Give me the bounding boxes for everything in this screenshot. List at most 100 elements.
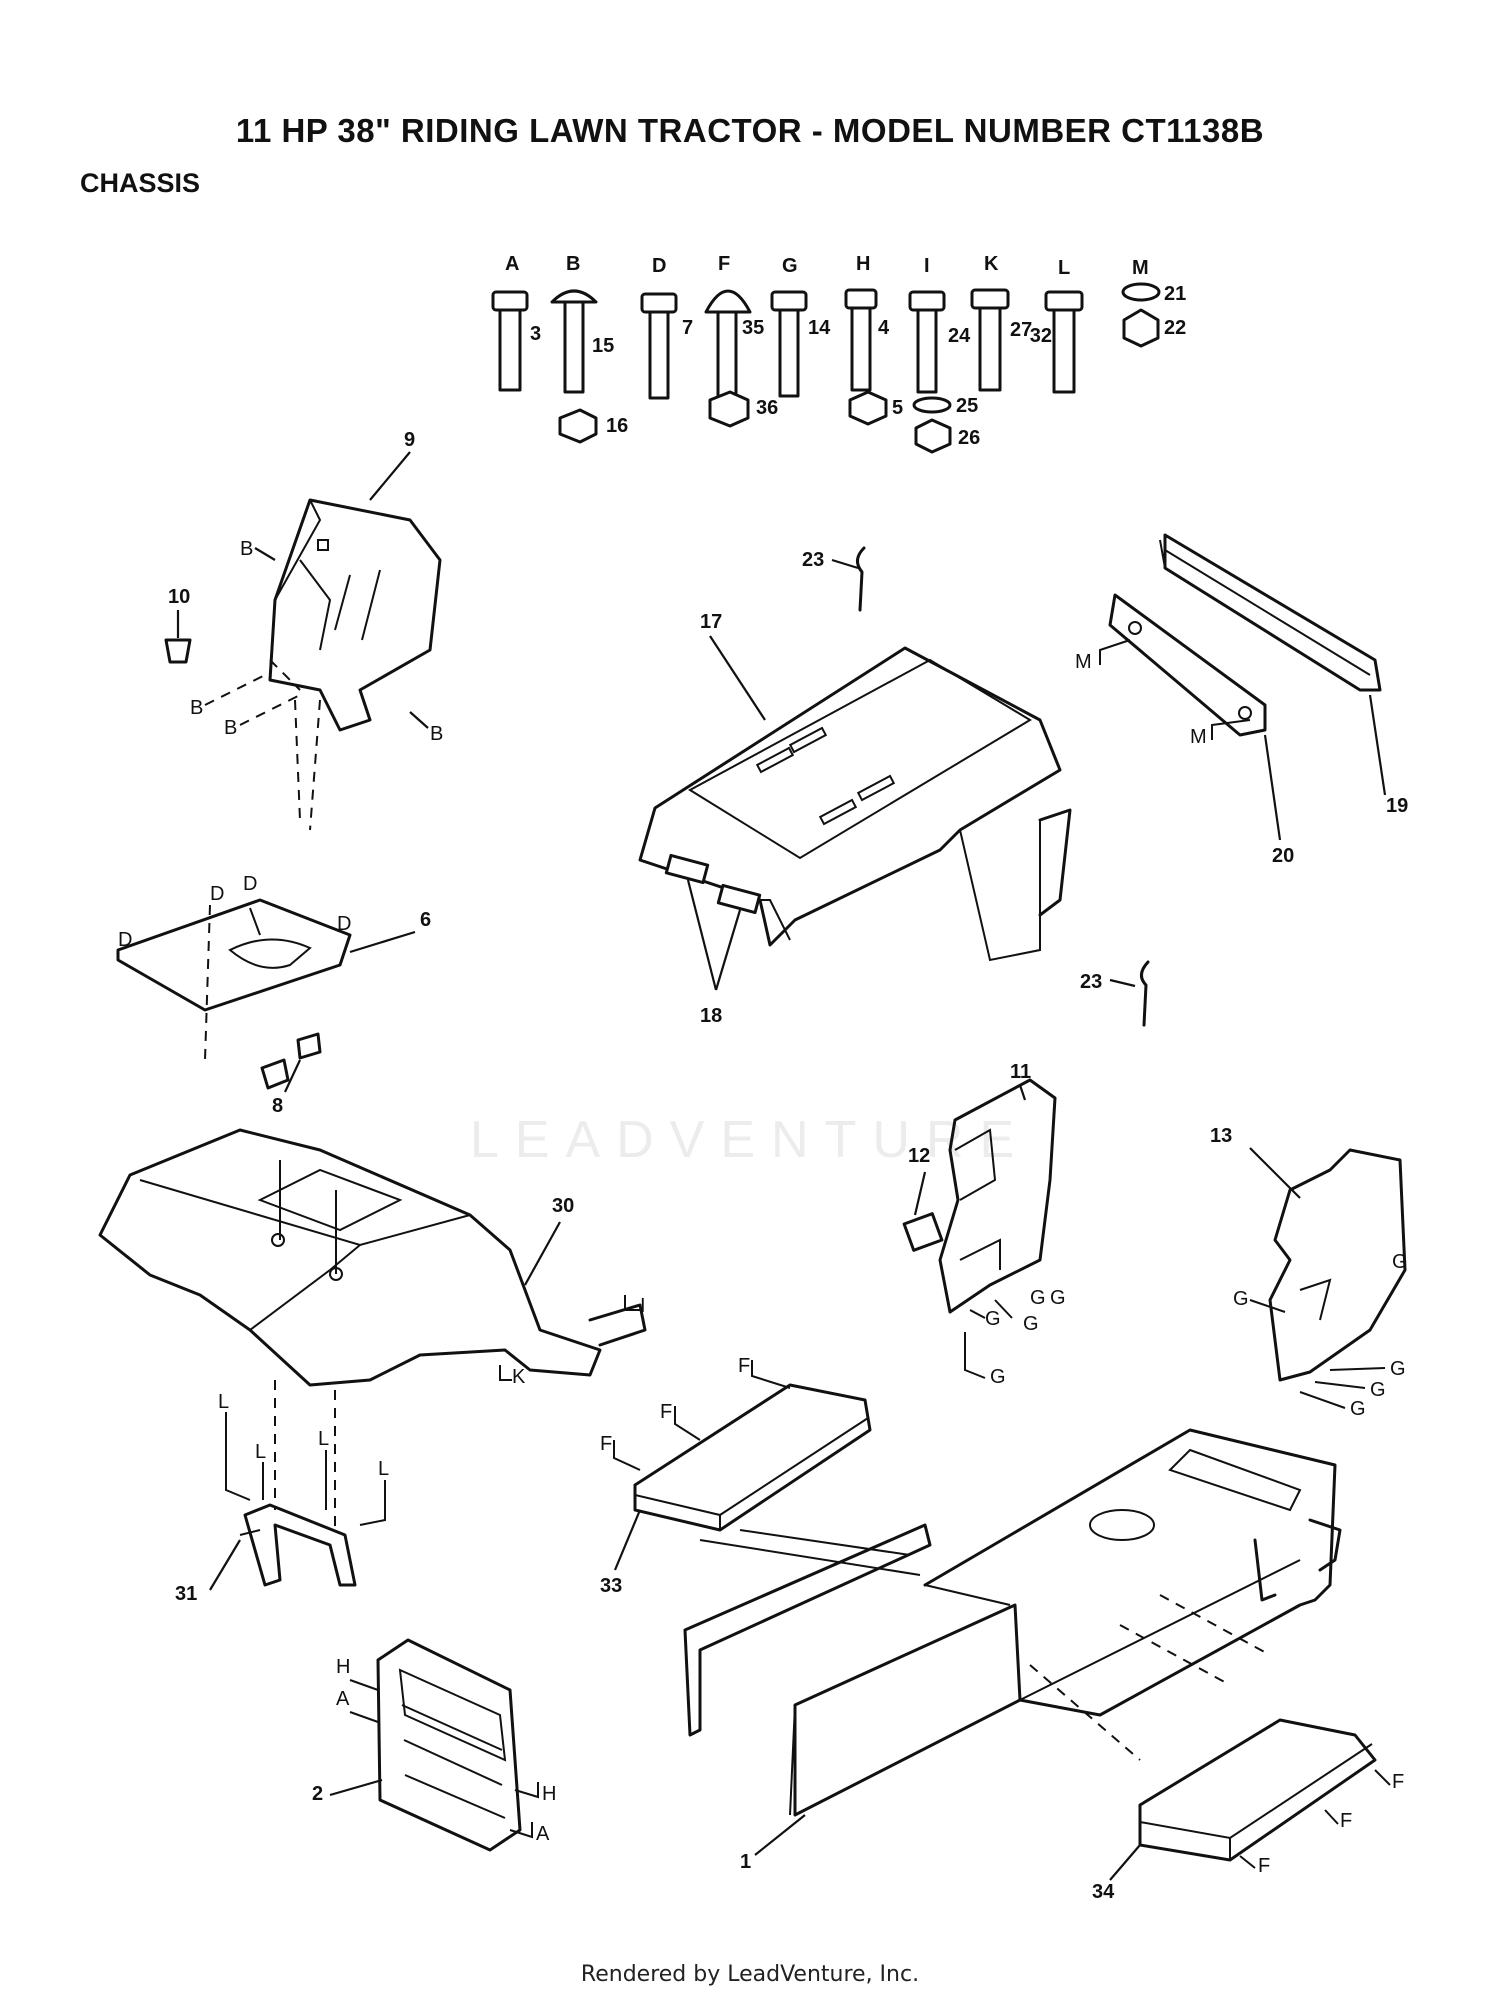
hw-nut-num: 26 [958,427,980,449]
svg-text:B: B [430,723,443,745]
part-23-hairpin-bottom[interactable]: 23 [1080,960,1150,1027]
hardware-g[interactable]: G 14 [770,255,831,398]
hardware-h[interactable]: H 4 5 [844,253,903,426]
svg-text:B: B [190,697,203,719]
hw-letter: F [718,253,730,275]
part-2-battery-cover[interactable]: 2 [312,1638,522,1852]
svg-text:H: H [336,1656,350,1678]
hw-bolt-num: 24 [948,325,971,347]
part-20-bracket[interactable]: 20 [1108,593,1294,867]
svg-text:D: D [118,929,132,951]
hw-bolt-num: 27 [1010,319,1032,341]
d-letters: D D D D [118,873,351,951]
hardware-a[interactable]: A 3 [491,253,541,392]
callout-8: 8 [272,1095,283,1117]
hw-bolt-num: 35 [742,317,764,339]
part-12-plate[interactable]: 12 [902,1145,944,1252]
svg-text:D: D [210,883,224,905]
callout-20: 20 [1272,845,1294,867]
part-31-fender-bracket[interactable]: 31 [175,1380,357,1605]
svg-text:B: B [224,717,237,739]
svg-text:D: D [337,913,351,935]
hw-bolt-num: 14 [808,317,831,339]
hardware-i[interactable]: I 24 25 26 [908,255,980,454]
part-33-footrest-left[interactable]: 33 [600,1383,921,1597]
part-10-push-clip[interactable]: 10 [164,586,192,664]
svg-text:M: M [1075,651,1092,673]
hw-letter: B [566,253,580,275]
svg-text:F: F [1258,1855,1270,1877]
m-letters: M M [1075,639,1251,748]
hardware-f[interactable]: F 35 36 [704,253,778,428]
callout-12: 12 [908,1145,930,1167]
l-letters: L L L L [218,1391,389,1526]
part-8-clip[interactable]: 8 [260,1032,322,1117]
svg-text:F: F [1340,1810,1352,1832]
svg-text:L: L [255,1441,266,1463]
part-11-side-panel[interactable]: 11 [938,1061,1057,1314]
part-6-step-plate[interactable]: 6 [116,898,431,1061]
hardware-m[interactable]: M 21 22 [1121,257,1186,348]
callout-18: 18 [700,1005,722,1027]
svg-text:G: G [990,1366,1006,1388]
hw-bolt-num: 15 [592,335,614,357]
part-13-side-panel[interactable]: 13 [1210,1125,1407,1382]
svg-text:G: G [1390,1358,1406,1380]
callout-11: 11 [1010,1061,1031,1083]
callout-9: 9 [404,429,415,451]
callout-2: 2 [312,1783,323,1805]
callout-23: 23 [802,549,824,571]
hardware-b[interactable]: B 15 16 [550,253,628,444]
hw-nut-num: 16 [606,415,628,437]
hardware-d[interactable]: D 7 [640,255,693,400]
callout-33: 33 [600,1575,622,1597]
hw-nut-num: 5 [892,397,903,419]
callout-34: 34 [1092,1881,1115,1903]
part-34-footrest-right[interactable]: 34 [1092,1718,1377,1903]
svg-text:F: F [738,1355,750,1377]
svg-text:G: G [1233,1288,1249,1310]
svg-text:M: M [1190,726,1207,748]
callout-23: 23 [1080,971,1102,993]
f-letters-left: F F F [600,1355,791,1471]
callout-10: 10 [168,586,190,608]
hw-letter: A [505,253,519,275]
callout-31: 31 [175,1583,197,1605]
hw-bolt-num: 3 [530,323,541,345]
svg-text:L: L [218,1391,229,1413]
part-19-bumper-bar[interactable]: 19 [1159,533,1408,817]
g-letters-right: G G G G G [1233,1251,1408,1420]
svg-text:D: D [243,873,257,895]
svg-text:G: G [1370,1379,1386,1401]
svg-text:G: G [1050,1287,1066,1309]
callout-19: 19 [1386,795,1408,817]
hw-bolt-num: 7 [682,317,693,339]
svg-text:B: B [240,538,253,560]
svg-text:H: H [542,1783,556,1805]
svg-text:F: F [660,1401,672,1423]
hw-letter: L [1058,257,1070,279]
hardware-k[interactable]: K 27 [970,253,1032,392]
svg-text:G: G [1350,1398,1366,1420]
hw-washer-num: 21 [1164,283,1186,305]
footer-credit: Rendered by LeadVenture, Inc. [580,1962,920,1987]
svg-text:L: L [318,1428,329,1450]
part-23-hairpin-top[interactable]: 23 [802,546,866,612]
callout-1: 1 [740,1851,751,1873]
callout-30: 30 [552,1195,574,1217]
part-17-hood[interactable]: 17 [638,611,1072,962]
hw-bolt-num: 4 [878,317,890,339]
hw-letter: G [782,255,798,277]
svg-text:I: I [640,1295,646,1317]
svg-text:A: A [336,1688,350,1710]
callout-17: 17 [700,611,722,633]
part-9-dash-panel[interactable]: 9 [268,429,442,831]
hardware-l[interactable]: L 32 [1030,257,1084,394]
part-30-rear-fender[interactable]: 30 [98,1128,647,1387]
hw-letter: H [856,253,870,275]
part-1-chassis-frame[interactable]: 1 [683,1428,1342,1873]
callout-13: 13 [1210,1125,1232,1147]
part-18-hood-bumpers[interactable]: 18 [664,853,762,1027]
page-title: 11 HP 38" RIDING LAWN TRACTOR - MODEL NU… [235,112,1265,149]
